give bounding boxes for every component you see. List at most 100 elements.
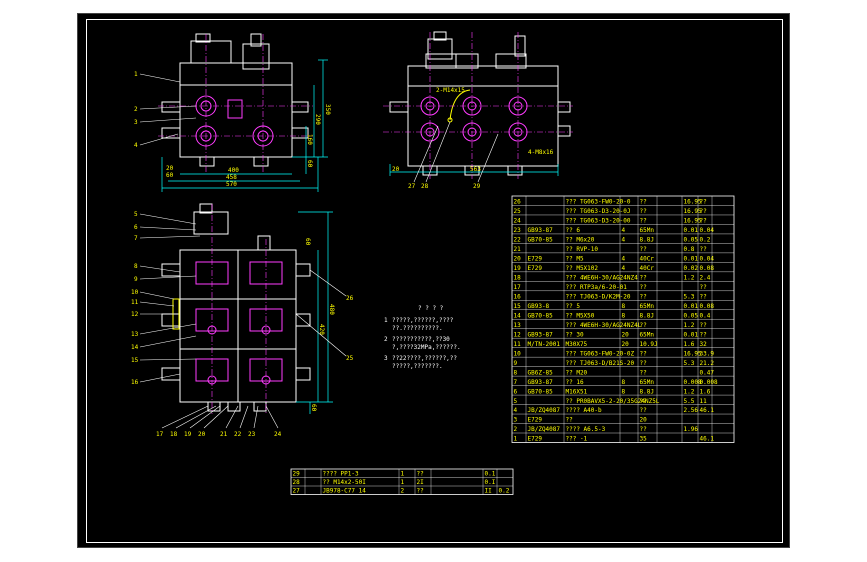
bom-cell: 1.2 [684, 322, 695, 329]
bom-cell: 21.2 [700, 360, 715, 367]
bom-cell: 24 [514, 218, 522, 225]
bom-cell: 46.1 [700, 407, 715, 414]
side-label-top: 2-M14x15 [436, 87, 465, 94]
callout-4: 4 [134, 142, 138, 149]
acc-cell: 28 [293, 479, 301, 486]
callout-19: 19 [184, 431, 192, 438]
bom-cell: 0.008 [684, 379, 702, 386]
bom-cell: ?? 16 [566, 379, 584, 386]
callout-29: 29 [473, 183, 481, 190]
bom-cell: GB70-85 [528, 388, 554, 395]
bom-cell: 2 [514, 426, 518, 433]
bom-cell: ??? TG063-FW0-20-0Z [566, 350, 635, 357]
bom-cell: GB93-8 [528, 303, 550, 310]
dim-front-height-1: 350 [324, 104, 331, 115]
bom-cell: 4 [622, 265, 626, 272]
callout-13: 13 [131, 331, 139, 338]
acc-cell: 2 [401, 488, 405, 495]
callout-12: 12 [131, 311, 139, 318]
bom-cell: 0.05 [684, 312, 699, 319]
bom-cell: 1.2 [684, 275, 695, 282]
bom-cell: E729 [528, 436, 543, 443]
bom-cell: GB70-85 [528, 237, 554, 244]
note-3-line-1: ??22????,??????,?? [392, 355, 457, 362]
side-label-right: 4-M8x16 [528, 149, 554, 156]
bom-cell: 14 [514, 312, 522, 319]
note-3-num: 3 [384, 355, 388, 362]
bom-cell: ?? 30 [566, 331, 584, 338]
bom-cell: GB6Z-85 [528, 369, 554, 376]
bom-cell: ??? 4WE6H-30/AG24NZ4 [566, 275, 639, 282]
bom-cell: 46.1 [700, 436, 715, 443]
bom-cell: E729 [528, 265, 543, 272]
dim-front-width-2: 458 [226, 174, 237, 181]
bom-cell: ?? [700, 246, 708, 253]
dim-bottom-height-1: 480 [328, 304, 335, 315]
bom-cell: ?? [640, 208, 648, 215]
acc-cell: JB978-C77 14 [323, 488, 367, 495]
acc-cell: ?? [417, 488, 425, 495]
bom-cell: 0.08 [700, 265, 715, 272]
bom-cell: 40Cr [640, 256, 655, 263]
bom-cell: ?? [640, 350, 648, 357]
bom-cell: 16.95 [684, 208, 702, 215]
bom-cell: 1 [514, 436, 518, 443]
callout-9: 9 [134, 276, 138, 283]
bom-cell: ?? [640, 199, 648, 206]
callout-7: 7 [134, 235, 138, 242]
bom-cell: 35 [640, 436, 648, 443]
bom-cell: JB/ZQ4087 [528, 426, 561, 433]
front-view-dimensions [161, 59, 328, 192]
bom-cell: ?? 5 [566, 303, 581, 310]
bom-cell: 40Cr [640, 265, 655, 272]
bom-cell: ?? [640, 284, 648, 291]
bom-cell: 4 [514, 407, 518, 414]
callout-16: 16 [131, 379, 139, 386]
bom-cell: 0.4 [700, 312, 711, 319]
bom-cell: 12 [514, 331, 522, 338]
bom-cell: 8 [514, 369, 518, 376]
bom-cell: 0.008 [700, 379, 718, 386]
bom-cell: 65Mn [640, 331, 655, 338]
bom-cell: 25 [514, 208, 522, 215]
bom-cell: E729 [528, 256, 543, 263]
dim-front-left-2: 60 [166, 172, 174, 179]
bom-cell: 0.04 [700, 256, 715, 263]
drawing-sheet: 400 458 570 20 60 350 290 160 60 1 2 3 4 [77, 13, 790, 548]
drawing-frame [86, 19, 783, 543]
bom-cell: ?? M20 [566, 369, 588, 376]
bom-cell: 5.5 [684, 398, 695, 405]
bom-cell: 20 [622, 341, 630, 348]
bom-cell: 0.01 [684, 331, 699, 338]
bom-cell: 8 [622, 388, 626, 395]
bom-cell: 0.08 [700, 303, 715, 310]
callout-6: 6 [134, 224, 138, 231]
bom-cell: ?? [640, 398, 648, 405]
bom-cell: ?? 6 [566, 227, 581, 234]
bom-cell: 20 [622, 331, 630, 338]
acc-cell: 2I [417, 479, 425, 486]
bom-cell: 0.8 [684, 246, 695, 253]
acc-cell: 0.1 [485, 471, 496, 478]
bom-cell: 4 [622, 256, 626, 263]
bom-cell: ?? [640, 407, 648, 414]
bom-cell: 4 [622, 237, 626, 244]
bom-cell: 10.9J [640, 341, 658, 348]
bom-cell: 26 [514, 199, 522, 206]
callout-28: 28 [421, 183, 429, 190]
bom-cell: ?? [640, 218, 648, 225]
callout-1: 1 [134, 71, 138, 78]
bom-cell: 10 [514, 350, 522, 357]
bom-cell: 13 [514, 322, 522, 329]
bom-cell: 20 [514, 256, 522, 263]
bom-cell: 1.96 [684, 426, 699, 433]
dim-side-left: 20 [392, 166, 400, 173]
bom-cell: ?? M5 [566, 256, 584, 263]
callout-24: 24 [274, 431, 282, 438]
bom-cell: 1.2 [684, 388, 695, 395]
note-2-line-2: ?,????32MPa,??????. [392, 344, 461, 351]
bom-cell: ???? A40-b [566, 407, 603, 414]
bom-cell: 8.8J [640, 237, 654, 244]
bom-cell: 0.04 [700, 227, 715, 234]
bom-cell: 5.3 [684, 293, 695, 300]
